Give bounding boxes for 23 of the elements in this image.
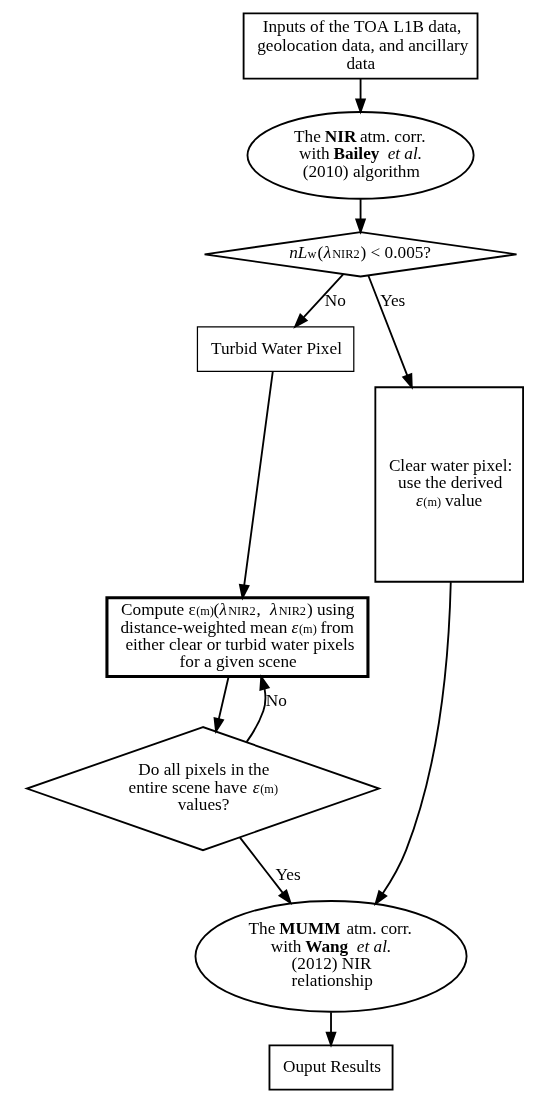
edge-label: Yes [275, 864, 301, 884]
arrow [367, 274, 413, 390]
arrow [354, 77, 367, 115]
arrow [325, 1011, 337, 1048]
arrow [238, 370, 274, 601]
arrow [245, 674, 271, 743]
node-box: Compute ε(m)(λNIR2, λNIR2) using distance-weighted mean ε(m) from either clear or turbid water pixels for a given scene [105, 596, 370, 679]
arrow [354, 198, 367, 235]
node-box: Clear water pixel: use the derived ε(m) value [374, 386, 524, 583]
arrow [239, 836, 293, 906]
arrow [213, 675, 230, 734]
node-box: Ouput Results [268, 1044, 394, 1091]
node-box: Turbid Water Pixel [196, 326, 355, 372]
arrow [374, 581, 452, 906]
edge-label: No [324, 291, 346, 311]
node-box: Inputs of the TOA L1B data, geolocation data, and ancillary data [242, 12, 479, 80]
node-diamond: Do all pixels in the entire scene have ε(m) values? [24, 726, 382, 852]
edge-label: Yes [380, 291, 406, 311]
node-ellipse: The MUMM atm. corr. with Wang et al. (2012) NIR relationship [194, 900, 468, 1013]
node-diamond: nLw(λNIR2) < 0.005? [203, 231, 518, 278]
arrow [293, 273, 345, 329]
node-ellipse: The NIR atm. corr. with Bailey et al. (2010) algorithm [246, 111, 475, 200]
edge-label: No [265, 691, 287, 711]
